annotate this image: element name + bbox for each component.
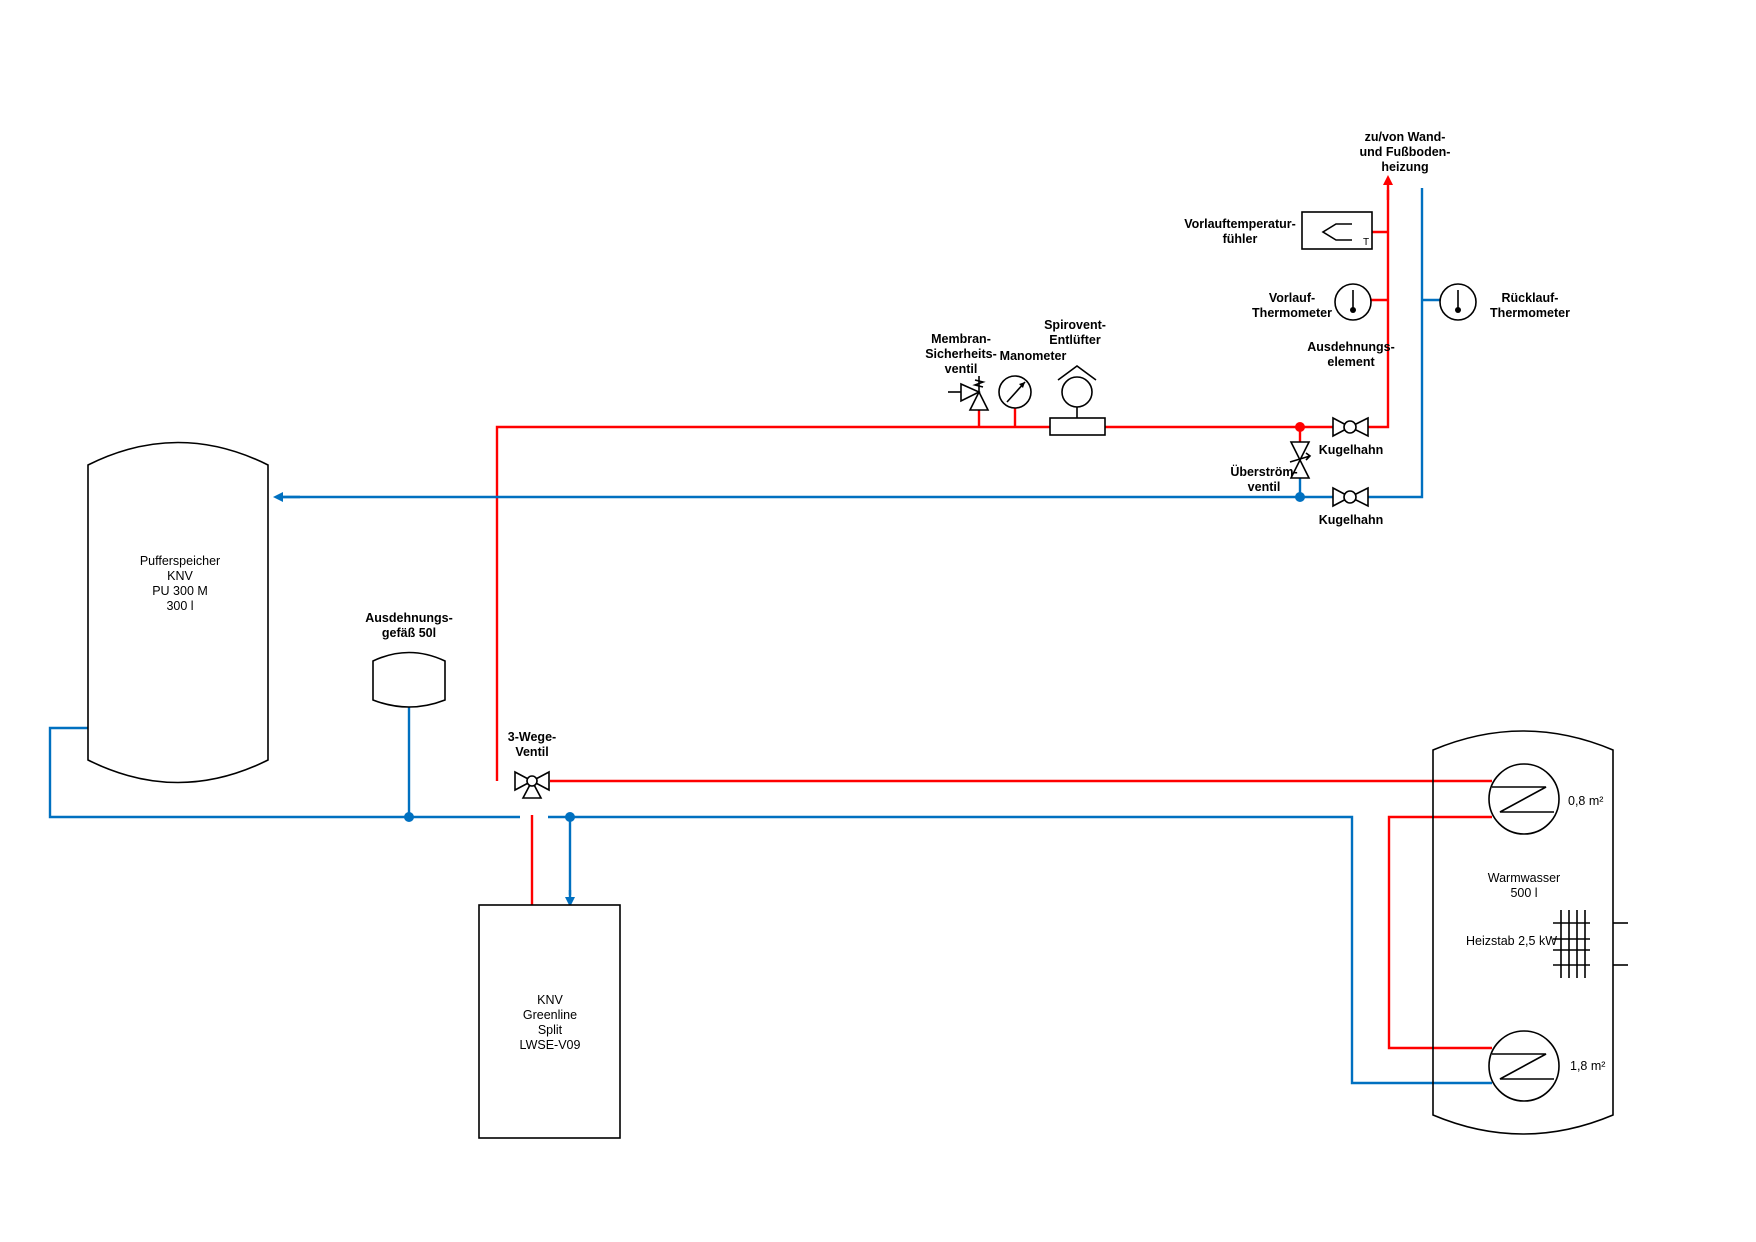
heat-pump-label-1: KNV bbox=[537, 993, 563, 1007]
heating-circuit-label-1: zu/von Wand- bbox=[1365, 130, 1446, 144]
air-vent: Spirovent- Entlüfter bbox=[1044, 318, 1106, 436]
expansion-element-label-1: Ausdehnungs- bbox=[1307, 340, 1395, 354]
safety-valve-label-3: ventil bbox=[945, 362, 978, 376]
heat-pump-label-4: LWSE-V09 bbox=[520, 1038, 581, 1052]
junction-expansion bbox=[404, 812, 414, 822]
supply-pipe-riser bbox=[1368, 190, 1390, 429]
expansion-vessel: Ausdehnungs- gefäß 50l bbox=[365, 611, 453, 708]
upper-coil-label: 0,8 m² bbox=[1568, 794, 1603, 808]
dhw-tank: 0,8 m² 1,8 m² Warmwasser 500 l Heizstab … bbox=[1432, 730, 1628, 1135]
heat-pump: KNV Greenline Split LWSE-V09 bbox=[478, 904, 621, 1139]
return-thermometer: Rücklauf- Thermometer bbox=[1439, 283, 1570, 321]
overflow-junction-supply bbox=[1295, 422, 1305, 432]
ball-valve-supply-label: Kugelhahn bbox=[1319, 443, 1384, 457]
return-pipe-bottom bbox=[48, 726, 520, 819]
immersion-heater-label: Heizstab 2,5 kW bbox=[1466, 934, 1557, 948]
ball-valve-return: Kugelhahn bbox=[1319, 486, 1384, 527]
lower-coil: 1,8 m² bbox=[1488, 1030, 1605, 1102]
buffer-tank-label-1: Pufferspeicher bbox=[140, 554, 220, 568]
ball-valve-supply: Kugelhahn bbox=[1319, 416, 1384, 457]
expansion-vessel-label-1: Ausdehnungs- bbox=[365, 611, 453, 625]
safety-valve: Membran- Sicherheits- ventil bbox=[925, 332, 997, 427]
overflow-valve-label-1: Überström- bbox=[1230, 464, 1297, 479]
three-way-valve-label-1: 3-Wege- bbox=[508, 730, 556, 744]
return-thermometer-label-2: Thermometer bbox=[1490, 306, 1570, 320]
expansion-element-label-2: element bbox=[1327, 355, 1375, 369]
buffer-tank-label-2: KNV bbox=[167, 569, 193, 583]
buffer-tank-label-4: 300 l bbox=[166, 599, 193, 613]
return-pipe-bottom-right bbox=[548, 815, 1492, 1085]
flow-thermometer: Vorlauf- Thermometer bbox=[1252, 283, 1372, 321]
heating-circuit-label-3: heizung bbox=[1381, 160, 1428, 174]
dhw-tank-label-1: Warmwasser bbox=[1488, 871, 1560, 885]
immersion-heater: Heizstab 2,5 kW bbox=[1466, 910, 1628, 978]
return-thermometer-label-1: Rücklauf- bbox=[1502, 291, 1559, 305]
air-vent-label-2: Entlüfter bbox=[1049, 333, 1101, 347]
ball-valve-return-label: Kugelhahn bbox=[1319, 513, 1384, 527]
buffer-tank: Pufferspeicher KNV PU 300 M 300 l bbox=[87, 441, 269, 784]
junction-heat-pump bbox=[565, 812, 575, 822]
overflow-valve: Überström- ventil bbox=[1230, 422, 1312, 502]
manometer: Manometer bbox=[998, 349, 1067, 427]
flow-sensor: T Vorlauftemperatur- fühler bbox=[1184, 211, 1373, 250]
return-pipes bbox=[48, 188, 1492, 1085]
expansion-element: Ausdehnungs- element bbox=[1307, 340, 1395, 369]
lower-coil-label: 1,8 m² bbox=[1570, 1059, 1605, 1073]
flow-sensor-label-2: fühler bbox=[1223, 232, 1258, 246]
overflow-valve-label-2: ventil bbox=[1248, 480, 1281, 494]
supply-pipe-main bbox=[495, 425, 1050, 781]
expansion-vessel-label-2: gefäß 50l bbox=[382, 626, 436, 640]
supply-pipes bbox=[495, 190, 1492, 1050]
buffer-tank-label-3: PU 300 M bbox=[152, 584, 208, 598]
heating-circuit: zu/von Wand- und Fußboden- heizung bbox=[1360, 130, 1451, 174]
dhw-tank-label-2: 500 l bbox=[1510, 886, 1537, 900]
overflow-junction-return bbox=[1295, 492, 1305, 502]
manometer-label: Manometer bbox=[1000, 349, 1067, 363]
three-way-valve-label-2: Ventil bbox=[515, 745, 548, 759]
flow-sensor-label-1: Vorlauftemperatur- bbox=[1184, 217, 1296, 231]
flow-thermometer-label-1: Vorlauf- bbox=[1269, 291, 1315, 305]
return-pipe-heating bbox=[1368, 188, 1424, 499]
three-way-valve: 3-Wege- Ventil bbox=[508, 730, 556, 799]
heating-circuit-label-2: und Fußboden- bbox=[1360, 145, 1451, 159]
upper-coil: 0,8 m² bbox=[1488, 763, 1603, 835]
safety-valve-label-1: Membran- bbox=[931, 332, 991, 346]
air-vent-label-1: Spirovent- bbox=[1044, 318, 1106, 332]
flow-sensor-marker: T bbox=[1363, 237, 1369, 248]
heat-pump-label-2: Greenline bbox=[523, 1008, 577, 1022]
safety-valve-label-2: Sicherheits- bbox=[925, 347, 997, 361]
supply-pipe-coil-link bbox=[1387, 815, 1492, 1050]
flow-thermometer-label-2: Thermometer bbox=[1252, 306, 1332, 320]
heat-pump-label-3: Split bbox=[538, 1023, 563, 1037]
